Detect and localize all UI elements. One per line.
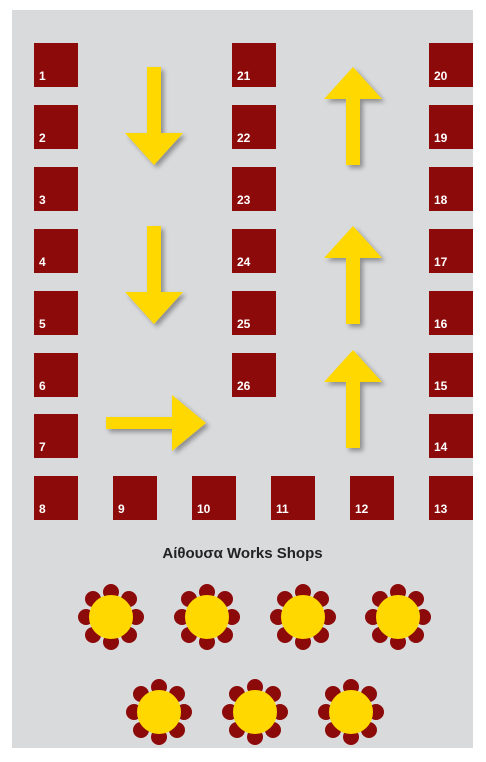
booth-26[interactable]: 26 [232,353,276,397]
arrow-down-icon [120,224,190,334]
booth-number: 13 [434,502,447,516]
round-table-icon[interactable] [267,581,339,653]
booth-1[interactable]: 1 [34,43,78,87]
booth-25[interactable]: 25 [232,291,276,335]
booth-17[interactable]: 17 [429,229,473,273]
round-table-icon[interactable] [123,676,195,748]
booth-number: 15 [434,379,447,393]
booth-7[interactable]: 7 [34,414,78,458]
arrow-up-icon [319,224,389,334]
booth-23[interactable]: 23 [232,167,276,211]
booth-number: 22 [237,131,250,145]
booth-11[interactable]: 11 [271,476,315,520]
booth-18[interactable]: 18 [429,167,473,211]
booth-5[interactable]: 5 [34,291,78,335]
booth-15[interactable]: 15 [429,353,473,397]
arrow-up-icon [319,65,389,175]
workshop-title: Αίθουσα Works Shops [12,545,473,562]
booth-19[interactable]: 19 [429,105,473,149]
booth-number: 24 [237,255,250,269]
booth-number: 23 [237,193,250,207]
booth-10[interactable]: 10 [192,476,236,520]
booth-number: 11 [276,502,289,516]
booth-number: 26 [237,379,250,393]
round-table-icon[interactable] [219,676,291,748]
booth-13[interactable]: 13 [429,476,473,520]
round-table-icon[interactable] [362,581,434,653]
arrow-right-icon [104,392,214,458]
booth-16[interactable]: 16 [429,291,473,335]
booth-number: 20 [434,69,447,83]
booth-number: 3 [39,193,46,207]
arrow-down-icon [120,65,190,175]
round-table-icon[interactable] [75,581,147,653]
booth-6[interactable]: 6 [34,353,78,397]
arrow-up-icon [319,348,389,458]
booth-number: 5 [39,317,46,331]
booth-number: 25 [237,317,250,331]
booth-number: 19 [434,131,447,145]
floor-plan: 1 2 3 4 5 6 7 8 9 10 11 12 13 14 15 16 1… [12,10,473,748]
booth-number: 4 [39,255,46,269]
booth-number: 18 [434,193,447,207]
booth-number: 1 [39,69,46,83]
booth-12[interactable]: 12 [350,476,394,520]
booth-number: 7 [39,440,46,454]
booth-number: 12 [355,502,368,516]
booth-21[interactable]: 21 [232,43,276,87]
booth-3[interactable]: 3 [34,167,78,211]
booth-number: 9 [118,502,125,516]
booth-8[interactable]: 8 [34,476,78,520]
booth-2[interactable]: 2 [34,105,78,149]
booth-number: 21 [237,69,250,83]
booth-9[interactable]: 9 [113,476,157,520]
round-table-icon[interactable] [171,581,243,653]
booth-20[interactable]: 20 [429,43,473,87]
booth-number: 16 [434,317,447,331]
booth-number: 17 [434,255,447,269]
booth-number: 2 [39,131,46,145]
booth-number: 6 [39,379,46,393]
booth-number: 14 [434,440,447,454]
round-table-icon[interactable] [315,676,387,748]
booth-number: 10 [197,502,210,516]
booth-22[interactable]: 22 [232,105,276,149]
booth-14[interactable]: 14 [429,414,473,458]
booth-number: 8 [39,502,46,516]
booth-4[interactable]: 4 [34,229,78,273]
booth-24[interactable]: 24 [232,229,276,273]
